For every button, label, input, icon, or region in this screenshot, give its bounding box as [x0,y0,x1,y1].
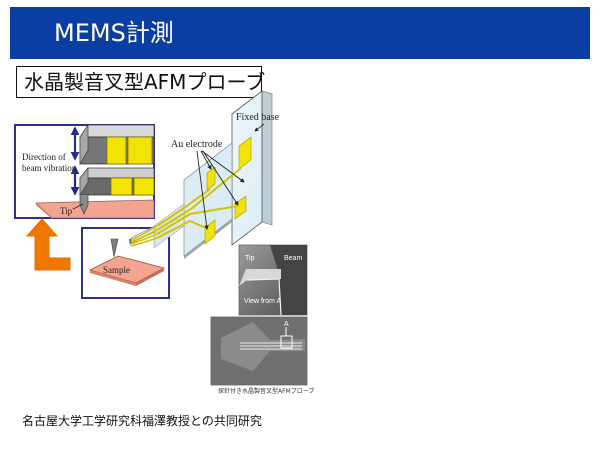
micrograph-caption: 探針付き水晶製音叉型AFMプローブ [218,387,314,395]
au-leader-2 [201,150,245,183]
sample-label: Sample [103,265,130,275]
sem-top-edge [246,278,282,316]
electrode-trace-4 [156,219,209,239]
electrode-trace-8 [130,237,158,247]
lower-block-top [79,167,155,179]
lower-block-side [79,167,89,197]
au-electrode-label: Au electrode [171,139,223,150]
direction-label-line2: beam vibration [22,163,77,173]
au-leader-4 [202,150,239,206]
sem-top-beam-label: Beam [284,255,302,262]
sample-plate-front [90,270,136,286]
slide-subtitle: 水晶製音叉型AFMプローブ [24,70,266,94]
sample-probe-tip [110,238,119,258]
upper-block-side [79,123,89,166]
direction-label-line1: Direction of [22,152,66,162]
electrode-trace-6 [130,229,158,243]
inset-electrode-lower-right [133,177,155,196]
substrate-front [36,203,52,219]
sem-bottom-a-label: A [284,321,289,328]
collaboration-credit: 名古屋大学工学研究科福澤教授との共同研究 [22,414,262,428]
tip-label-inset: Tip [60,206,73,216]
sem-top-tip-label: Tip [245,255,255,262]
electrode-trace-3 [156,205,239,235]
electrode-trace-1 [156,188,211,227]
sem-view-label: View from A [244,298,282,305]
main-electrode-1 [206,166,216,191]
fixed-base-label: Fixed base [236,112,280,123]
au-leader-1 [200,150,212,170]
fixed-base-leader [254,123,265,132]
tip-shank [79,195,89,215]
upper-block-top [79,124,155,138]
sample-plate-side [136,268,164,286]
inset-electrode-upper [106,136,127,165]
sem-top-tip [239,269,281,286]
title-bar: MEMS計測 [10,7,590,59]
au-leader-3 [196,150,209,230]
slide-title: MEMS計測 [54,19,174,47]
substrate-top [35,199,155,219]
subtitle-box: 水晶製音叉型AFMプローブ [16,66,266,98]
cantilever-tip [129,239,132,246]
main-electrode-2 [238,136,252,170]
inset-electrode-lower [110,177,133,196]
inset-electrode-upper-right [127,136,153,165]
sem-top-beam [270,245,307,315]
orange-l-arrow-icon [25,218,71,271]
electrode-trace-2 [156,167,242,231]
main-electrode-3 [234,195,247,220]
electrode-trace-5 [130,225,158,241]
electrode-trace-7 [130,233,158,245]
tip-leader-line [72,203,84,210]
